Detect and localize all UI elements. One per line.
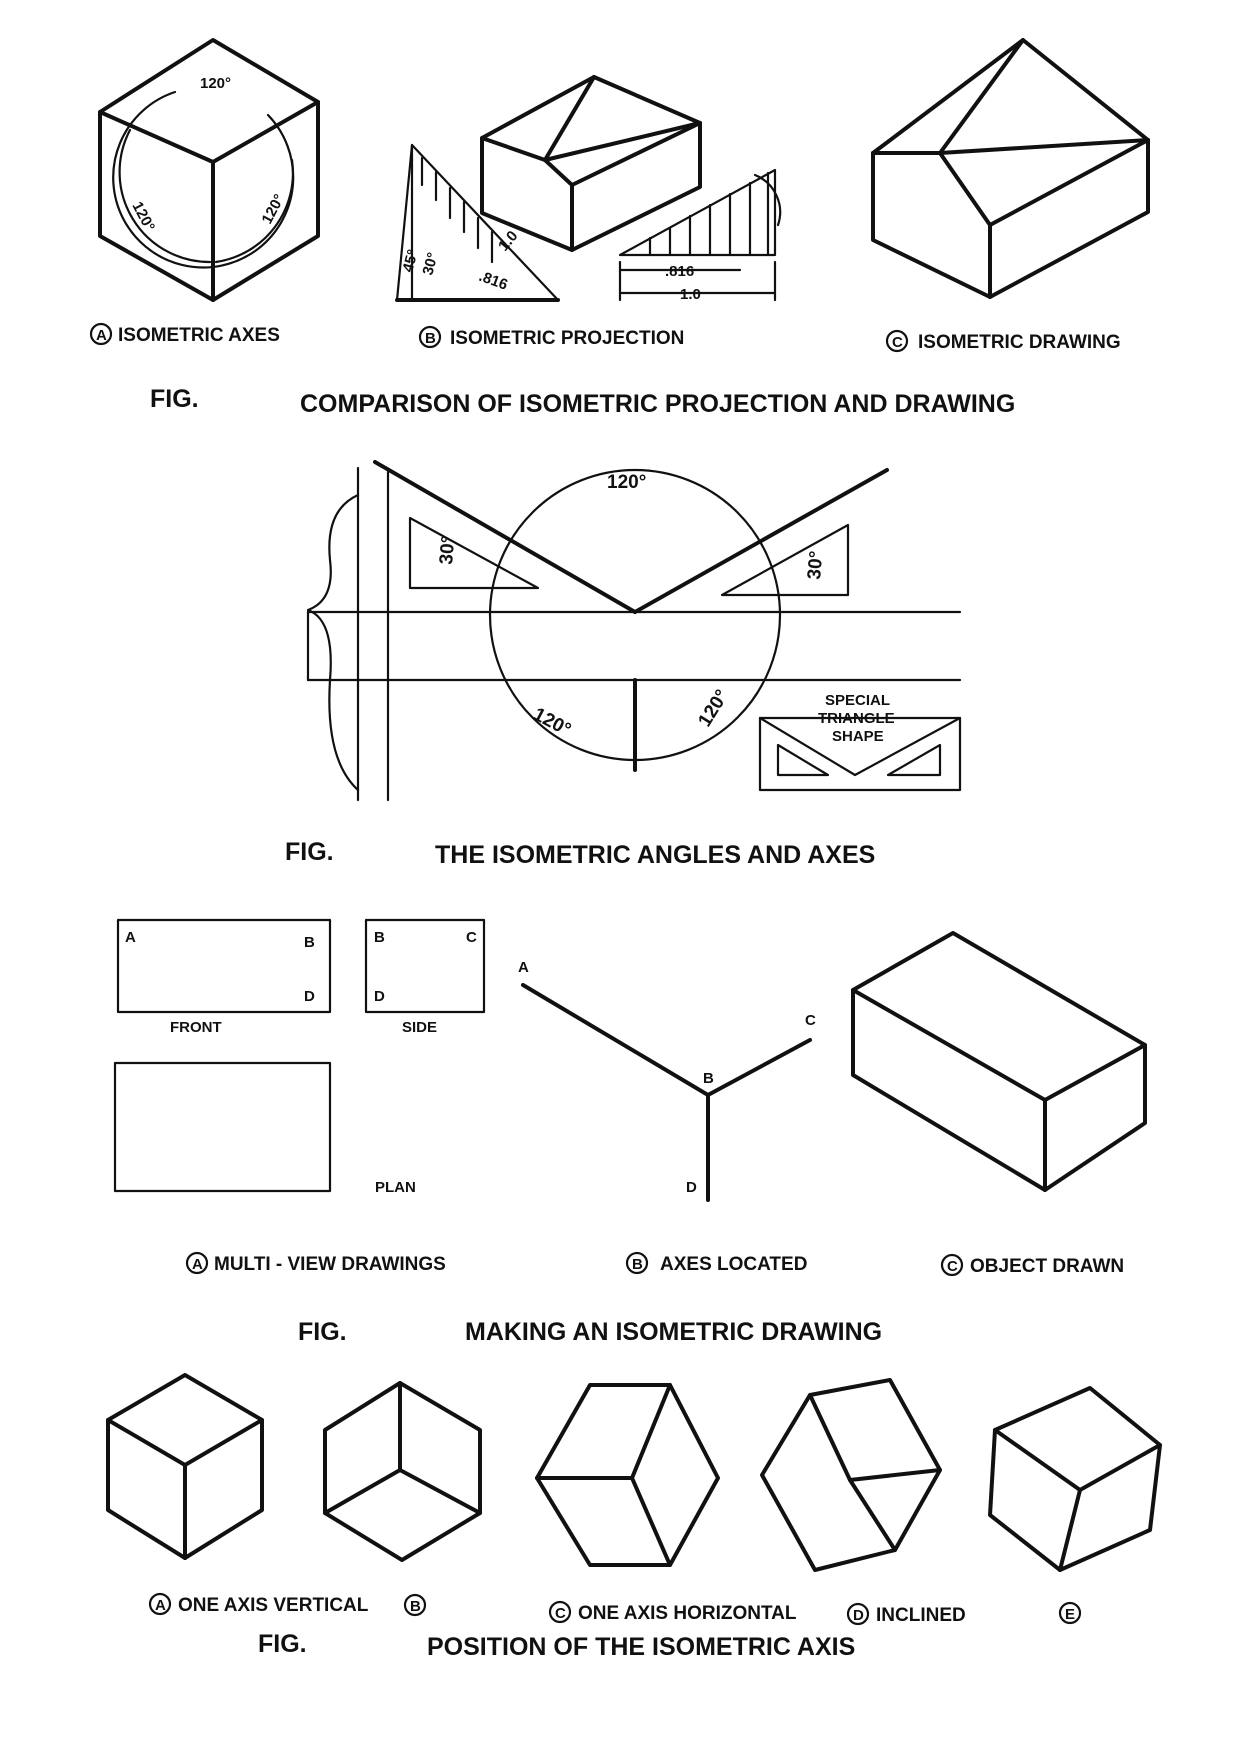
fig1-drawing-house	[871, 38, 1150, 299]
fig2-angle-left: 120°	[530, 704, 575, 741]
svg-text:B: B	[410, 1598, 421, 1615]
svg-text:B: B	[425, 330, 436, 347]
fig4-caption-b: B	[403, 1593, 427, 1617]
fig4-cube-b	[323, 1381, 482, 1562]
svg-text:D: D	[686, 1179, 697, 1196]
fig1-proj-45: 45°	[399, 248, 421, 274]
fig4-caption-a: A ONE AXIS VERTICAL	[148, 1592, 369, 1616]
fig4-caption-e: E	[1058, 1601, 1082, 1625]
svg-text:A: A	[96, 327, 107, 344]
svg-text:D: D	[374, 988, 385, 1005]
fig2-title: THE ISOMETRIC ANGLES AND AXES	[435, 841, 875, 869]
fig3-caption-a: A MULTI - VIEW DRAWINGS	[185, 1251, 446, 1275]
svg-text:ISOMETRIC PROJECTION: ISOMETRIC PROJECTION	[450, 328, 684, 349]
svg-text:ISOMETRIC AXES: ISOMETRIC AXES	[118, 325, 280, 346]
fig1-angle-left: 120°	[128, 199, 158, 234]
fig2-fig-label: FIG.	[285, 838, 334, 866]
svg-text:A: A	[125, 929, 136, 946]
fig1-proj-816b: .816	[665, 263, 694, 280]
fig4-title: POSITION OF THE ISOMETRIC AXIS	[427, 1633, 855, 1661]
fig1-caption-b: B ISOMETRIC PROJECTION	[418, 325, 684, 349]
fig3-title: MAKING AN ISOMETRIC DRAWING	[465, 1318, 882, 1346]
svg-text:C: C	[805, 1012, 816, 1029]
svg-text:A: A	[155, 1597, 166, 1614]
svg-text:E: E	[1065, 1606, 1075, 1623]
svg-text:AXES LOCATED: AXES LOCATED	[660, 1254, 807, 1275]
fig1-angle-right: 120°	[259, 191, 289, 226]
fig3-caption-b: B AXES LOCATED	[625, 1251, 807, 1275]
svg-text:D: D	[304, 988, 315, 1005]
fig1-caption-a: A ISOMETRIC AXES	[89, 322, 280, 346]
svg-text:C: C	[947, 1258, 958, 1275]
fig4-caption-c: C ONE AXIS HORIZONTAL	[548, 1600, 797, 1624]
fig4-cube-c	[535, 1383, 720, 1567]
svg-text:C: C	[466, 929, 477, 946]
fig1-isometric-axes-cube: 120° 120° 120°	[98, 38, 320, 302]
fig4-fig-label: FIG.	[258, 1630, 307, 1658]
svg-text:B: B	[703, 1070, 714, 1087]
fig3-multiview: A B D B C D FRONT SIDE PLAN	[113, 918, 486, 1196]
svg-text:ONE AXIS HORIZONTAL: ONE AXIS HORIZONTAL	[578, 1603, 797, 1624]
svg-text:MULTI - VIEW DRAWINGS: MULTI - VIEW DRAWINGS	[214, 1254, 446, 1275]
fig2-angles-and-axes: 120° 120° 120° 30° 30° SPECIAL TRIANGLE …	[306, 460, 962, 802]
svg-text:D: D	[853, 1607, 864, 1624]
fig2-angle-top: 120°	[607, 472, 646, 493]
fig1-angle-top: 120°	[200, 75, 231, 92]
fig3-plan-label: PLAN	[375, 1179, 416, 1196]
fig1-caption-c: C ISOMETRIC DRAWING	[885, 329, 1121, 353]
fig3-caption-c: C OBJECT DRAWN	[940, 1253, 1124, 1277]
fig4-cube-a	[106, 1373, 264, 1560]
fig1-proj-816a: .816	[477, 268, 510, 294]
fig1-proj-1a: 1.0	[495, 228, 521, 255]
fig4-caption-d: D INCLINED	[846, 1602, 966, 1626]
fig3-axes-located: A B C D	[518, 959, 816, 1202]
svg-text:OBJECT DRAWN: OBJECT DRAWN	[970, 1256, 1124, 1277]
fig3-fig-label: FIG.	[298, 1318, 347, 1346]
fig4-cube-d	[760, 1378, 942, 1572]
svg-text:A: A	[192, 1256, 203, 1273]
fig3-front-label: FRONT	[170, 1019, 222, 1036]
fig1-proj-1b: 1.0	[680, 286, 701, 303]
fig3-side-label: SIDE	[402, 1019, 437, 1036]
fig1-projection-house: 45° 30° .816 1.0 .816 1.0	[395, 75, 782, 303]
svg-text:C: C	[892, 334, 903, 351]
svg-text:B: B	[632, 1256, 643, 1273]
svg-text:B: B	[304, 934, 315, 951]
svg-text:INCLINED: INCLINED	[876, 1605, 966, 1626]
fig1-proj-30: 30°	[419, 251, 441, 277]
fig1-title: COMPARISON OF ISOMETRIC PROJECTION AND D…	[300, 390, 1015, 418]
svg-text:A: A	[518, 959, 529, 976]
fig3-object-drawn	[851, 931, 1147, 1192]
fig4-cube-e	[988, 1386, 1162, 1572]
fig2-angle-right: 120°	[694, 686, 733, 730]
svg-text:ONE AXIS VERTICAL: ONE AXIS VERTICAL	[178, 1595, 369, 1616]
svg-text:ISOMETRIC DRAWING: ISOMETRIC DRAWING	[918, 332, 1121, 353]
fig2-special-line3: SHAPE	[832, 728, 884, 745]
fig2-30-left: 30°	[436, 535, 459, 565]
svg-text:C: C	[555, 1605, 566, 1622]
fig2-special-line1: SPECIAL	[825, 692, 890, 709]
fig2-30-right: 30°	[804, 550, 827, 580]
svg-text:B: B	[374, 929, 385, 946]
fig1-fig-label: FIG.	[150, 385, 199, 413]
